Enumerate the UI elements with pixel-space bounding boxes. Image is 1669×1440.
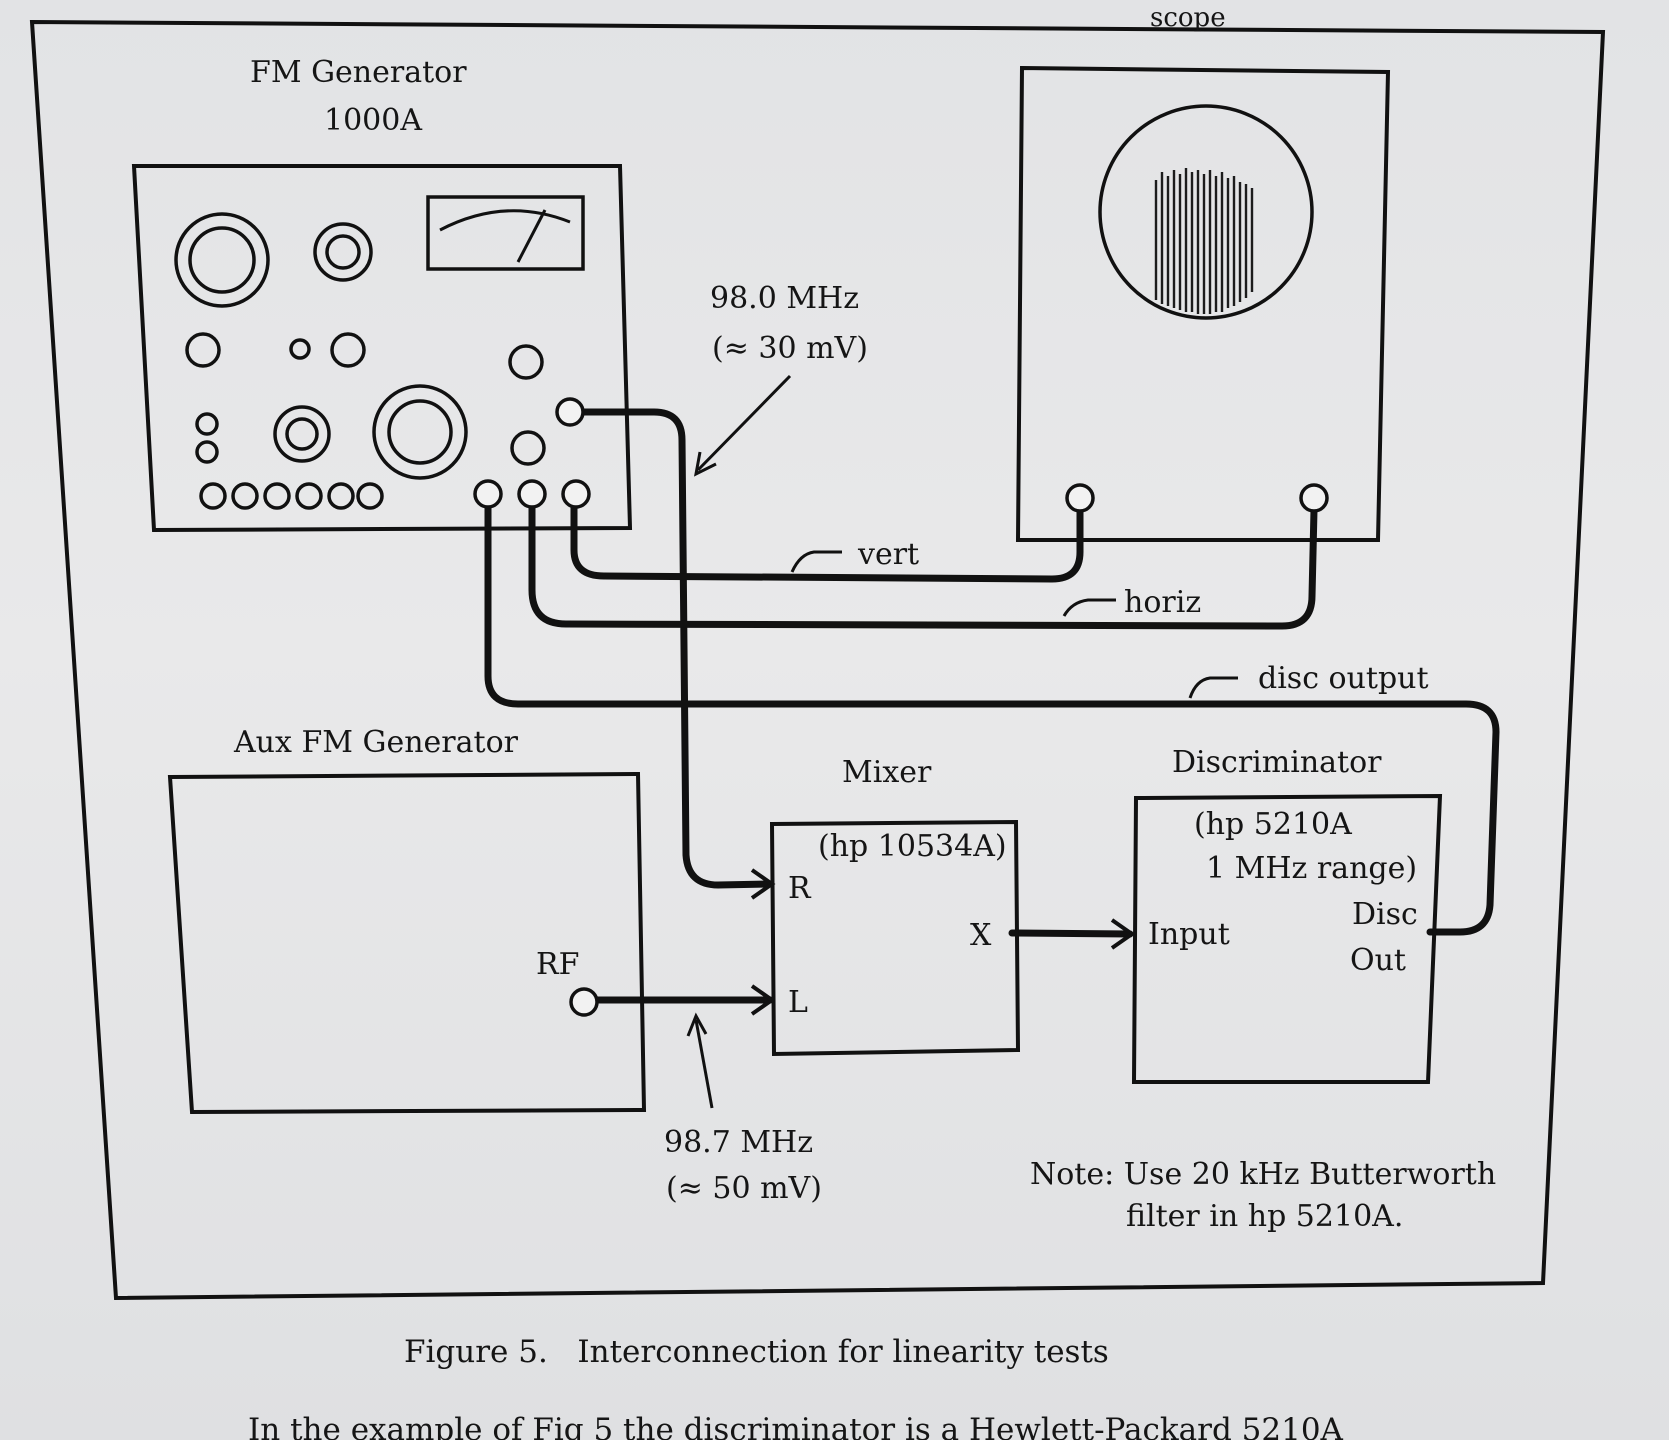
cable-label-horiz: horiz — [1124, 585, 1201, 620]
cable-horiz — [528, 493, 1318, 630]
cable-label-vert: vert — [857, 537, 919, 572]
discriminator-port-out: Out — [1350, 943, 1406, 978]
large-dial-icon — [174, 212, 270, 308]
aux-rf-jack — [569, 987, 599, 1017]
discriminator-port-disc: Disc — [1352, 897, 1418, 932]
figure-caption: Figure 5. Interconnection for linearity … — [404, 1334, 1109, 1370]
aux-port-rf: RF — [536, 947, 579, 982]
fm-rf-out-jack — [555, 397, 585, 427]
large-dial-icon — [372, 384, 468, 480]
note-line-2: filter in hp 5210A. — [1126, 1199, 1403, 1234]
aux-generator-box — [167, 771, 647, 1115]
fm-generator-controls — [174, 195, 585, 510]
leader-98-0 — [696, 374, 792, 472]
scope-horiz-jack — [1299, 483, 1329, 513]
leader-98-7 — [694, 1019, 714, 1109]
fm-horiz-jack — [517, 479, 547, 509]
mixer-port-x: X — [970, 918, 992, 953]
body-text: In the example of Fig 5 the discriminato… — [248, 1412, 1344, 1440]
cable-mixer-x-to-input — [1008, 929, 1134, 938]
fm-generator-box — [131, 164, 633, 533]
fm-vert-jack — [561, 479, 591, 509]
scope-vert-jack — [1065, 483, 1095, 513]
leader-vert — [790, 550, 842, 573]
cable-rf-to-mixer-r — [568, 408, 774, 889]
knob-icon — [273, 405, 331, 463]
meter-icon — [426, 195, 585, 271]
discriminator-model-2: 1 MHz range) — [1206, 851, 1417, 886]
discriminator-model-1: (hp 5210A — [1194, 807, 1352, 842]
cable-label-disc-output: disc output — [1258, 661, 1429, 696]
fm-generator-title: FM Generator — [250, 55, 467, 90]
fm-generator-model: 1000A — [324, 103, 422, 138]
leader-disc — [1188, 676, 1238, 699]
leader-horiz — [1062, 598, 1116, 617]
signal-r-level: (≈ 30 mV) — [712, 331, 868, 366]
oscilloscope-screen — [1098, 104, 1314, 320]
mixer-title: Mixer — [842, 755, 932, 790]
scope-header-fragment: scope — [1150, 3, 1226, 33]
oscilloscope-trace — [1154, 168, 1254, 314]
knob-icon — [313, 222, 373, 282]
cable-disc-output — [484, 493, 1500, 936]
discriminator-title: Discriminator — [1172, 745, 1382, 780]
note-line-1: Note: Use 20 kHz Butterworth — [1030, 1157, 1496, 1192]
oscilloscope-box — [1015, 65, 1391, 542]
mixer-box — [769, 819, 1021, 1057]
figure-frame — [29, 19, 1606, 1301]
mixer-port-l: L — [788, 985, 808, 1020]
mixer-port-r: R — [788, 871, 812, 906]
signal-l-freq: 98.7 MHz — [664, 1125, 813, 1160]
cable-vert — [570, 493, 1084, 583]
discriminator-box — [1131, 793, 1443, 1084]
aux-generator-title: Aux FM Generator — [233, 725, 519, 760]
discriminator-port-input: Input — [1148, 917, 1230, 952]
signal-l-level: (≈ 50 mV) — [666, 1171, 822, 1206]
mixer-model: (hp 10534A) — [818, 829, 1007, 864]
signal-r-freq: 98.0 MHz — [710, 281, 859, 316]
fm-disc-jack — [473, 479, 503, 509]
